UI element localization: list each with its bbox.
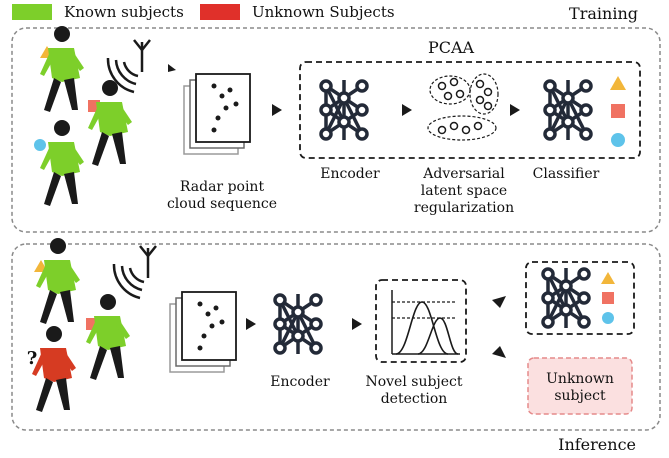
unknown-question-mark: ? xyxy=(27,348,38,369)
circle-icon xyxy=(611,133,625,147)
legend-known-swatch xyxy=(12,4,52,20)
pcaa-box xyxy=(299,61,641,159)
arrow-icon xyxy=(402,104,412,116)
training-panel xyxy=(11,27,661,233)
arrow-up-icon xyxy=(492,296,506,308)
arrow-icon xyxy=(272,104,282,116)
encoder-label: Encoder xyxy=(320,166,380,182)
legend-known-label: Known subjects xyxy=(64,3,184,21)
classifier-label: Classifier xyxy=(533,166,600,182)
novel-label-line1: Novel subject xyxy=(365,374,462,390)
classifier-network-icon xyxy=(543,78,593,142)
novel-detection-box xyxy=(375,279,467,363)
radar-frames-icon xyxy=(183,73,251,155)
triangle-icon xyxy=(601,272,615,284)
triangle-icon xyxy=(610,76,626,90)
radar-caption-line2: cloud sequence xyxy=(167,196,277,212)
radar-frames-icon xyxy=(169,291,237,373)
known-subject-figure xyxy=(40,26,84,112)
known-subject-figure xyxy=(40,120,84,206)
training-section-label: Training xyxy=(569,4,638,23)
latent-space-clusters-icon xyxy=(427,73,499,141)
distribution-plot-icon xyxy=(391,290,460,355)
encoder-network-icon xyxy=(273,292,323,356)
radar-antenna-icon xyxy=(112,244,158,300)
inference-section-label: Inference xyxy=(558,435,636,454)
inference-panel xyxy=(11,243,661,431)
known-subject-figure xyxy=(88,80,132,166)
inference-encoder-label: Encoder xyxy=(270,374,330,390)
classifier-network-icon xyxy=(541,266,591,330)
circle-icon xyxy=(34,139,46,151)
arrow-icon xyxy=(352,318,362,330)
novel-label-line2: detection xyxy=(381,391,448,407)
adversarial-label-line3: regularization xyxy=(414,200,514,216)
radar-caption-line1: Radar point xyxy=(180,179,265,195)
known-subject-figure xyxy=(86,294,130,380)
circle-icon xyxy=(602,312,614,324)
encoder-network-icon xyxy=(319,78,369,142)
arrow-icon xyxy=(246,318,256,330)
square-icon xyxy=(602,292,614,304)
arrow-icon xyxy=(510,104,520,116)
unknown-subject-box xyxy=(527,357,633,415)
classifier-box xyxy=(525,261,635,335)
unknown-box-label-line2: subject xyxy=(554,388,606,404)
arrow-icon xyxy=(168,64,176,72)
pcaa-label: PCAA xyxy=(428,38,475,57)
known-subject-figure xyxy=(36,238,80,324)
square-icon xyxy=(611,104,625,118)
unknown-box-label-line1: Unknown xyxy=(546,371,614,387)
adversarial-label-line1: Adversarial xyxy=(422,166,505,182)
legend-unknown-label: Unknown Subjects xyxy=(252,3,395,21)
legend-unknown-swatch xyxy=(200,4,240,20)
arrow-down-icon xyxy=(492,346,506,358)
adversarial-label-line2: latent space xyxy=(421,183,507,199)
unknown-subject-figure xyxy=(32,326,76,412)
